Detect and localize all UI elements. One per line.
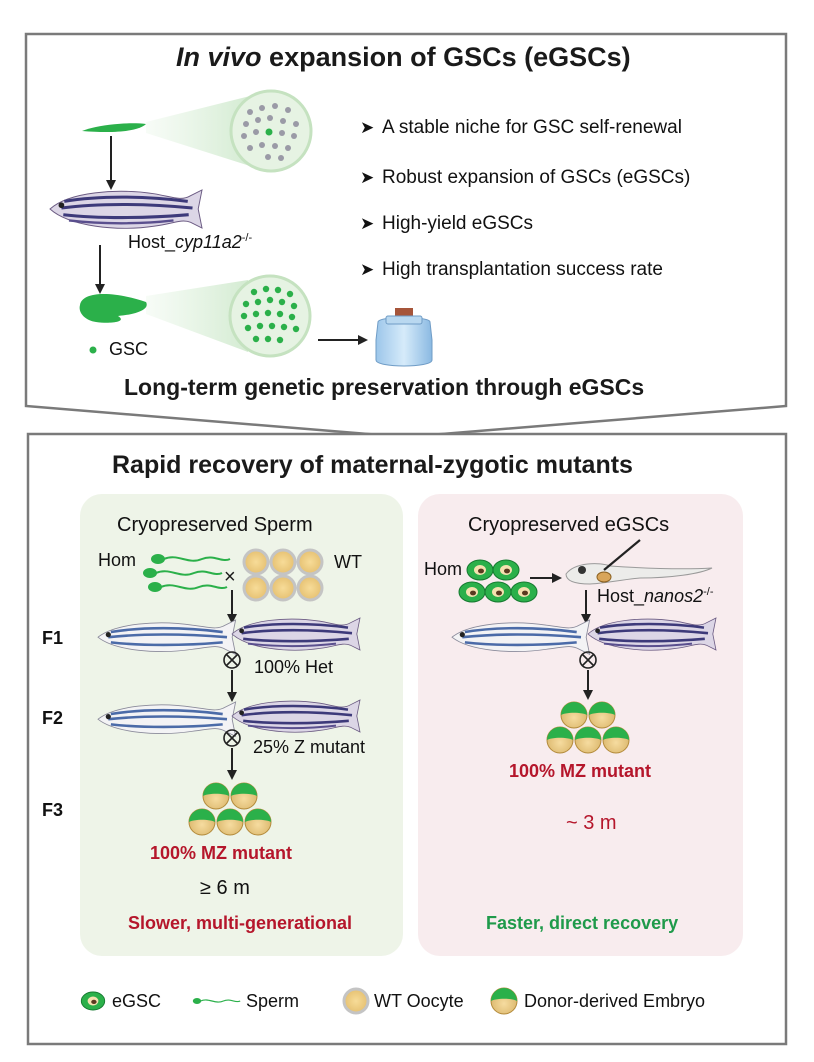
wt-oocyte-6 [296, 574, 324, 602]
beam-top [146, 96, 250, 166]
left-time-label: ≥ 6 m [200, 877, 250, 899]
top-title: In vivo expansion of GSCs (eGSCs) [176, 42, 631, 73]
mz-embryo-right-3 [546, 726, 574, 754]
right-summary: Faster, direct recovery [486, 913, 679, 933]
legend-oocyte-label: WT Oocyte [374, 991, 464, 1011]
right-heading: Cryopreserved eGSCs [468, 514, 670, 536]
bullet-3: ➤ High-yield eGSCs [360, 213, 533, 235]
gsc-dots-sparse [241, 103, 299, 161]
legend-sperm-label: Sperm [246, 991, 300, 1011]
top-title-italic: In vivo [176, 42, 262, 72]
wt-oocyte-3 [296, 548, 324, 576]
host-gene: nanos2 [644, 586, 704, 606]
bullet-text: A stable niche for GSC self-renewal [382, 117, 682, 138]
beam-bottom [146, 280, 248, 352]
right-hom-label: Hom [424, 559, 463, 579]
gen-f3: F3 [42, 800, 64, 820]
mz-embryo-left-5 [244, 808, 272, 836]
legend-egsc-label: eGSC [112, 991, 162, 1011]
host-larva-nanos2 [565, 539, 713, 585]
wt-oocyte-4 [242, 574, 270, 602]
bullet-2: ➤ Robust expansion of GSCs (eGSCs) [360, 167, 690, 189]
incross-symbol-f2-left [223, 729, 241, 747]
egsc-cell-4 [484, 581, 512, 603]
left-pathway-panel [80, 494, 403, 956]
top-title-rest: expansion of GSCs (eGSCs) [269, 42, 631, 72]
left-summary: Slower, multi-generational [128, 913, 353, 933]
bottom-title: Rapid recovery of maternal-zygotic mutan… [112, 451, 633, 479]
gsc-legend-dot [89, 346, 97, 354]
right-time-label: ~ 3 m [566, 812, 617, 834]
het-label: 100% Het [254, 657, 334, 677]
bullet-4: ➤ High transplantation success rate [360, 259, 663, 281]
legend-embryo-label: Donor-derived Embryo [524, 991, 706, 1011]
host-nanos2-label: Host_nanos2-/- [597, 586, 713, 607]
mz-embryo-right-2 [588, 701, 616, 729]
wt-oocyte-2 [269, 548, 297, 576]
cross-symbol: × [224, 566, 236, 588]
left-hom-label: Hom [98, 550, 137, 570]
gsc-dot-single [265, 128, 273, 136]
mz-embryo-left-3 [188, 808, 216, 836]
mz-embryo-right-1 [560, 701, 588, 729]
host-cyp11a2-label: Host_cyp11a2-/- [128, 232, 252, 253]
egsc-cell-1 [466, 559, 494, 581]
gonad-large [79, 294, 147, 323]
host-genotype: -/- [241, 232, 253, 244]
wt-oocyte-1 [242, 548, 270, 576]
right-mz-label: 100% MZ mutant [509, 761, 652, 781]
gonad-small [82, 123, 146, 133]
mz-embryo-right-4 [574, 726, 602, 754]
mz-embryo-left-1 [202, 782, 230, 810]
legend-oocyte-icon [342, 987, 370, 1015]
gen-f1: F1 [42, 628, 64, 648]
egsc-cell-5 [510, 581, 538, 603]
left-mz-label: 100% MZ mutant [150, 843, 293, 863]
legend-egsc-icon [80, 991, 106, 1011]
gsc-legend-label: GSC [109, 339, 149, 359]
incross-symbol-right [579, 651, 597, 669]
egsc-cell-3 [458, 581, 486, 603]
z-mutant-label: 25% Z mutant [253, 737, 366, 757]
cryo-tank-icon [375, 308, 433, 367]
wt-oocyte-5 [269, 574, 297, 602]
mz-embryo-left-4 [216, 808, 244, 836]
mz-embryo-right-5 [602, 726, 630, 754]
egsc-cell-2 [492, 559, 520, 581]
bullet-arrow-icon: ➤ [360, 214, 375, 233]
bullet-text: High-yield eGSCs [382, 213, 533, 234]
legend-embryo-icon [490, 987, 518, 1015]
host-genotype: -/- [703, 586, 714, 598]
host-gene: cyp11a2 [175, 232, 242, 252]
bullet-arrow-icon: ➤ [360, 168, 375, 187]
gen-f2: F2 [42, 708, 64, 728]
bullet-arrow-icon: ➤ [360, 118, 375, 137]
left-heading: Cryopreserved Sperm [117, 514, 313, 536]
incross-symbol-f1-left [223, 651, 241, 669]
mz-embryo-left-2 [230, 782, 258, 810]
host-prefix: Host_ [128, 232, 176, 252]
bullet-text: High transplantation success rate [382, 259, 663, 280]
top-bottom-caption: Long-term genetic preservation through e… [124, 374, 645, 400]
left-wt-label: WT [334, 552, 362, 572]
host-prefix: Host_ [597, 586, 645, 606]
gsc-dots-dense [240, 285, 300, 344]
bullet-text: Robust expansion of GSCs (eGSCs) [382, 167, 691, 188]
bullet-arrow-icon: ➤ [360, 260, 375, 279]
bullet-1: ➤ A stable niche for GSC self-renewal [360, 117, 682, 139]
